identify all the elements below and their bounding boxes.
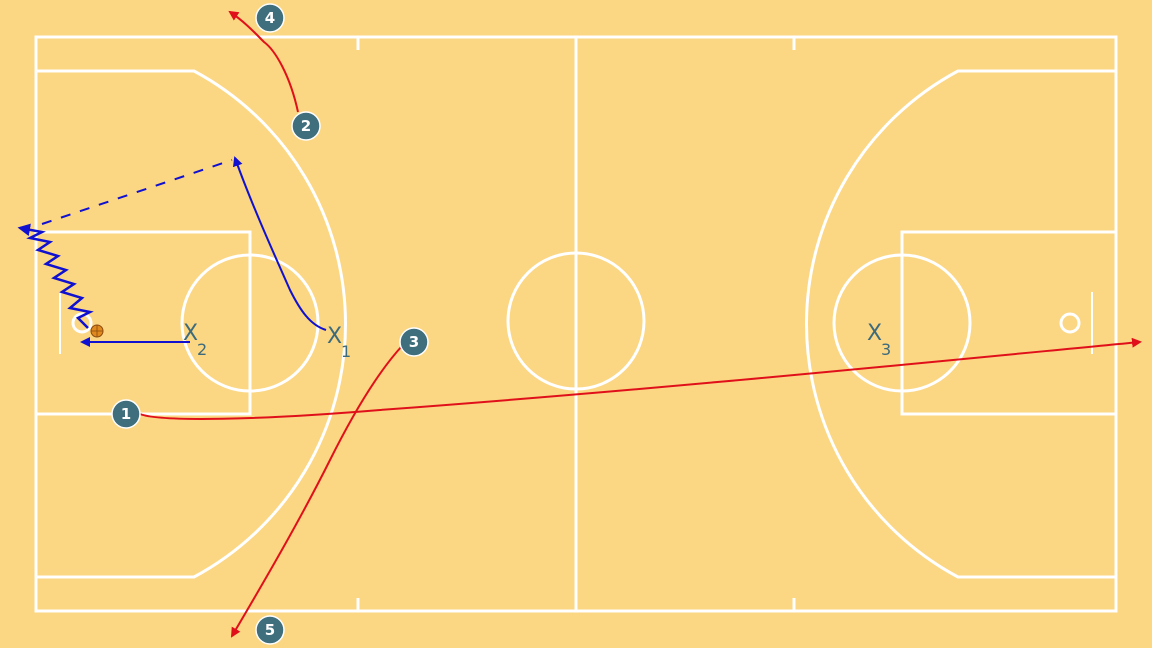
defender-x3: X 3 xyxy=(867,321,891,359)
offense-paths xyxy=(139,10,1142,638)
right-key xyxy=(900,230,1118,416)
player-2-label: 2 xyxy=(301,117,311,135)
player-2: 2 xyxy=(291,111,321,141)
right-hoop xyxy=(1059,312,1081,334)
defender-x1-letter: X xyxy=(327,324,342,349)
player-5-label: 5 xyxy=(265,621,275,639)
left-hoop xyxy=(71,312,93,334)
player-1-marker xyxy=(111,399,141,429)
player-1: 1 xyxy=(111,399,141,429)
player-3-marker xyxy=(399,327,429,357)
right-three-point-line xyxy=(804,69,1116,579)
player-5-marker xyxy=(255,615,285,645)
defense-paths xyxy=(17,156,327,347)
player-2-marker xyxy=(291,111,321,141)
player-4: 4 xyxy=(255,3,285,33)
player-2-cut-path xyxy=(228,10,299,113)
player-5: 5 xyxy=(255,615,285,645)
center-circle xyxy=(506,251,646,391)
defender-x3-letter: X xyxy=(867,321,882,346)
dribble-zigzag-path xyxy=(17,223,94,329)
right-free-throw-circle xyxy=(832,253,972,393)
player-4-label: 4 xyxy=(265,9,275,27)
basketball-icon xyxy=(90,324,104,338)
defender-x1: X 1 xyxy=(327,324,351,361)
defender-1-slide-path xyxy=(232,156,327,331)
player-3-cut-path xyxy=(230,345,403,638)
player-4-marker xyxy=(255,3,285,33)
player-1-label: 1 xyxy=(121,405,131,423)
player-3: 3 xyxy=(399,327,429,357)
defender-x2: X 2 xyxy=(183,321,207,359)
court-lines xyxy=(34,35,1118,613)
defender-x1-number: 1 xyxy=(341,342,351,361)
defender-x3-number: 3 xyxy=(881,340,891,359)
player-3-label: 3 xyxy=(409,333,419,351)
left-three-point-line xyxy=(36,69,348,579)
pass-line-dashed xyxy=(41,159,233,225)
defender-x2-letter: X xyxy=(183,321,198,346)
player-1-cut-path xyxy=(139,337,1142,420)
left-free-throw-circle xyxy=(180,253,320,393)
defender-x2-number: 2 xyxy=(197,340,207,359)
